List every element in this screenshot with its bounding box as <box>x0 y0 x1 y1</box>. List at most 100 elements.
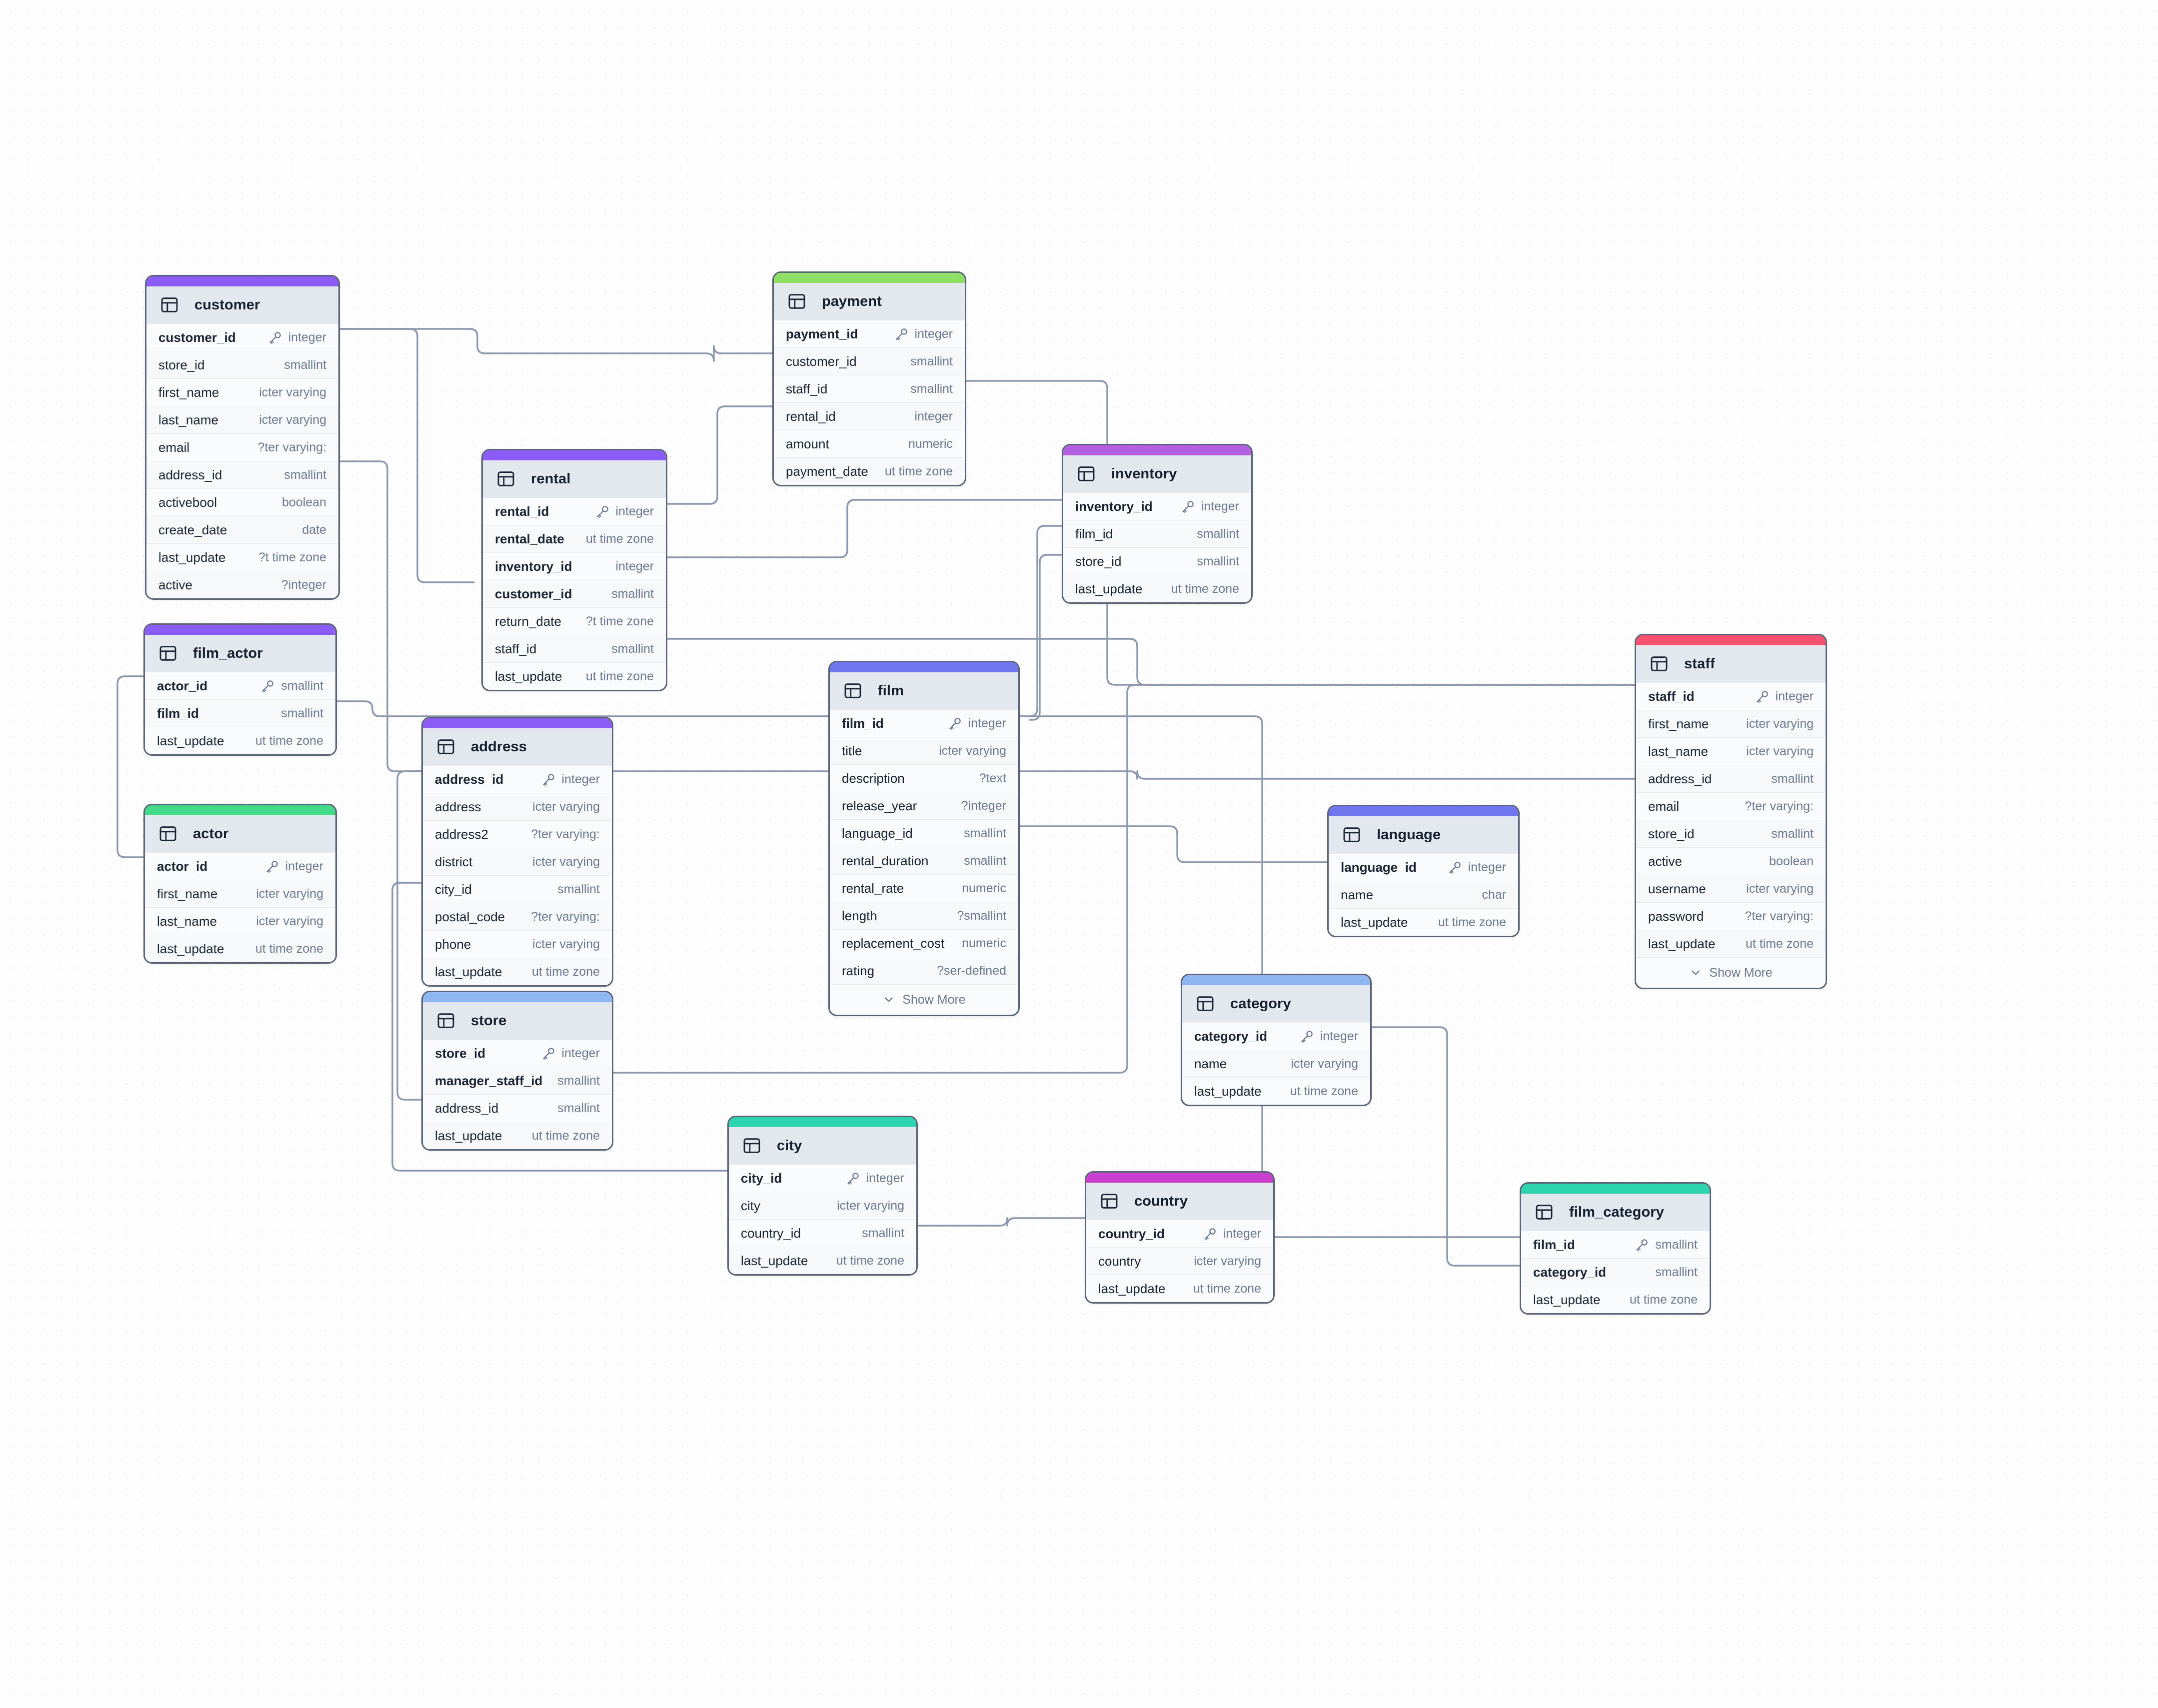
table-header[interactable]: customer <box>146 286 338 323</box>
table-header[interactable]: inventory <box>1063 455 1251 492</box>
table-header[interactable]: film_actor <box>145 635 335 672</box>
table-header[interactable]: country <box>1086 1183 1273 1220</box>
table-header[interactable]: city <box>729 1127 916 1164</box>
field-row[interactable]: email:ter varying? <box>146 433 338 461</box>
table-header[interactable]: film <box>830 672 1018 709</box>
show-more-button[interactable]: Show More <box>830 984 1018 1015</box>
table-header[interactable]: category <box>1182 985 1370 1022</box>
table-header[interactable]: store <box>423 1002 612 1039</box>
table-header[interactable]: staff <box>1636 645 1826 682</box>
field-row[interactable]: email:ter varying? <box>1636 792 1826 820</box>
table-header[interactable]: language <box>1329 816 1518 853</box>
table-header[interactable]: rental <box>483 460 666 497</box>
field-row[interactable]: address2:ter varying? <box>423 820 612 848</box>
field-row[interactable]: password:ter varying? <box>1636 902 1826 930</box>
table-header[interactable]: address <box>423 728 612 765</box>
table-header[interactable]: film_category <box>1521 1194 1710 1231</box>
table-header[interactable]: payment <box>774 283 965 320</box>
field-row[interactable]: postal_code:ter varying? <box>423 903 612 930</box>
table-header[interactable]: actor <box>145 815 335 852</box>
show-more-button[interactable]: Show More <box>1636 957 1826 988</box>
